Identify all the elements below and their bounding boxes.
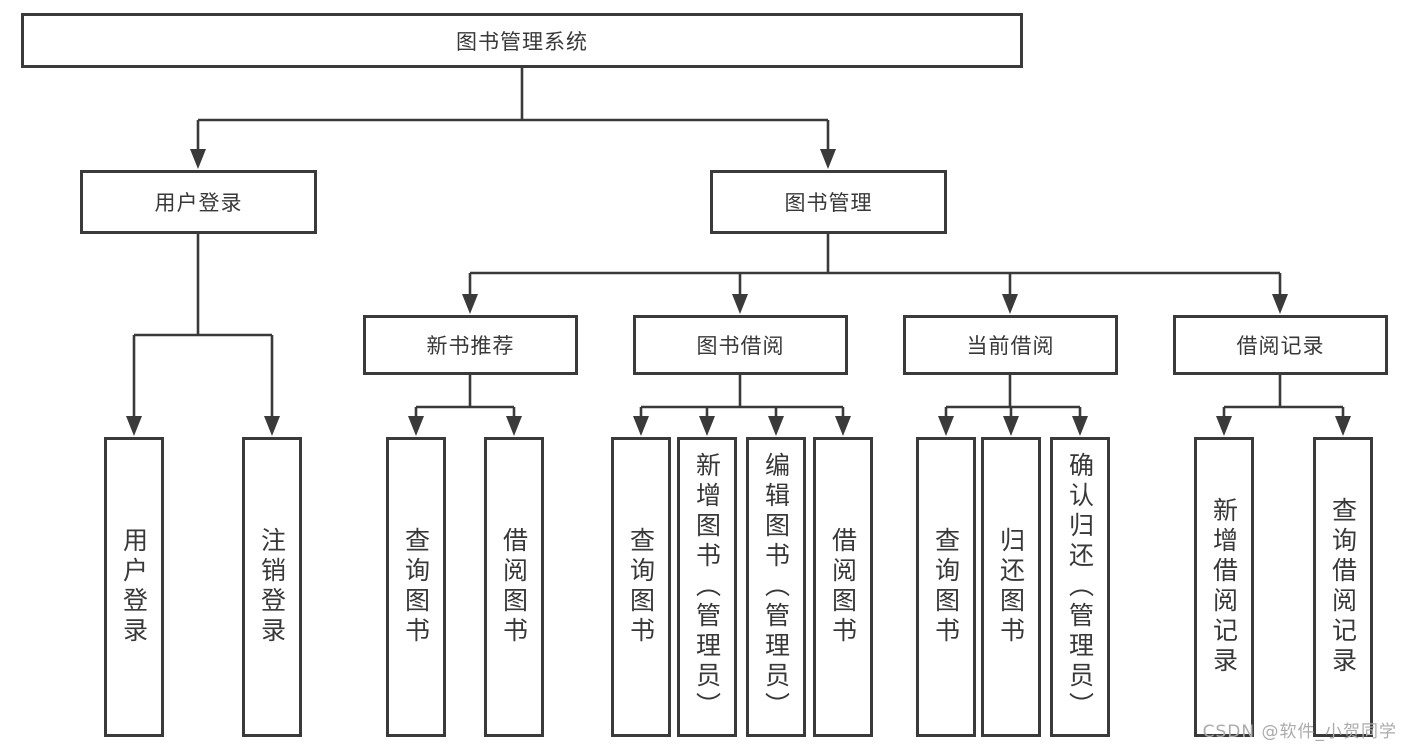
leaf-logout-label: 注销登录 (257, 527, 287, 647)
leaf-bb-query-book-label: 查询图书 (626, 527, 656, 647)
node-borrowing-records: 借阅记录 (1173, 315, 1388, 375)
leaf-br-add-record: 新增借阅记录 (1194, 437, 1254, 737)
leaf-user-login: 用户登录 (104, 437, 164, 737)
leaf-bb-add-book: 新增图书（管理员） (677, 437, 737, 737)
leaf-rec-borrow-book-label: 借阅图书 (499, 527, 529, 647)
node-book-management: 图书管理 (710, 170, 947, 234)
leaf-cb-confirm-return-label: 确认归还（管理员） (1065, 452, 1095, 722)
leaf-bb-edit-book-label: 编辑图书（管理员） (761, 452, 791, 722)
node-book-borrowing: 图书借阅 (633, 315, 848, 375)
node-book-borrowing-label: 图书借阅 (696, 334, 785, 358)
node-new-book-recommendation: 新书推荐 (363, 315, 578, 375)
leaf-br-query-record: 查询借阅记录 (1313, 437, 1373, 737)
leaf-br-add-record-label: 新增借阅记录 (1209, 497, 1239, 677)
leaf-bb-query-book: 查询图书 (611, 437, 671, 737)
node-current-borrowing: 当前借阅 (903, 315, 1118, 375)
leaf-rec-query-book-label: 查询图书 (401, 527, 431, 647)
leaf-br-query-record-label: 查询借阅记录 (1328, 497, 1358, 677)
node-borrowing-records-label: 借阅记录 (1236, 334, 1325, 358)
leaf-bb-borrow-book: 借阅图书 (813, 437, 873, 737)
node-book-management-label: 图书管理 (784, 191, 873, 215)
leaf-logout: 注销登录 (242, 437, 302, 737)
leaf-rec-query-book: 查询图书 (386, 437, 446, 737)
leaf-user-login-label: 用户登录 (119, 527, 149, 647)
leaf-cb-query-book: 查询图书 (916, 437, 976, 737)
leaf-cb-query-book-label: 查询图书 (931, 527, 961, 647)
node-user-login: 用户登录 (80, 170, 317, 234)
node-user-login-label: 用户登录 (154, 191, 243, 215)
leaf-cb-return-book-label: 归还图书 (996, 527, 1026, 647)
node-new-book-recommendation-label: 新书推荐 (426, 334, 515, 358)
leaf-rec-borrow-book: 借阅图书 (484, 437, 544, 737)
node-root: 图书管理系统 (21, 13, 1023, 68)
leaf-cb-return-book: 归还图书 (981, 437, 1041, 737)
leaf-bb-borrow-book-label: 借阅图书 (828, 527, 858, 647)
leaf-bb-add-book-label: 新增图书（管理员） (692, 452, 722, 722)
watermark: CSDN @软件_小贺同学 (1202, 722, 1397, 742)
leaf-cb-confirm-return: 确认归还（管理员） (1050, 437, 1110, 737)
node-current-borrowing-label: 当前借阅 (966, 334, 1055, 358)
leaf-bb-edit-book: 编辑图书（管理员） (746, 437, 806, 737)
node-root-label: 图书管理系统 (456, 29, 588, 54)
